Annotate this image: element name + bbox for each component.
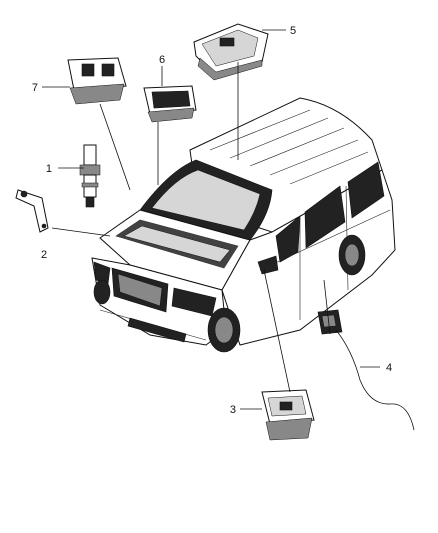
callout-3: 3 bbox=[230, 404, 236, 416]
callout-1: 1 bbox=[46, 163, 52, 175]
callout-4: 4 bbox=[386, 362, 392, 374]
part-3-switch-bezel bbox=[261, 389, 315, 441]
part-1-sensor bbox=[79, 144, 101, 208]
callout-6: 6 bbox=[159, 54, 165, 66]
callout-5: 5 bbox=[290, 25, 296, 37]
callout-7: 7 bbox=[32, 82, 38, 94]
part-5-overhead-switch bbox=[193, 23, 269, 81]
part-2-bracket bbox=[15, 189, 49, 233]
callout-2: 2 bbox=[41, 249, 47, 261]
part-7-dual-switch bbox=[67, 57, 127, 105]
minivan-illustration bbox=[91, 97, 396, 353]
callout-labels: 1 2 3 4 5 6 7 bbox=[32, 25, 392, 416]
part-4-actuator-cable bbox=[317, 309, 415, 431]
leader-lines bbox=[42, 29, 380, 410]
part-6-window-switch bbox=[143, 85, 197, 123]
